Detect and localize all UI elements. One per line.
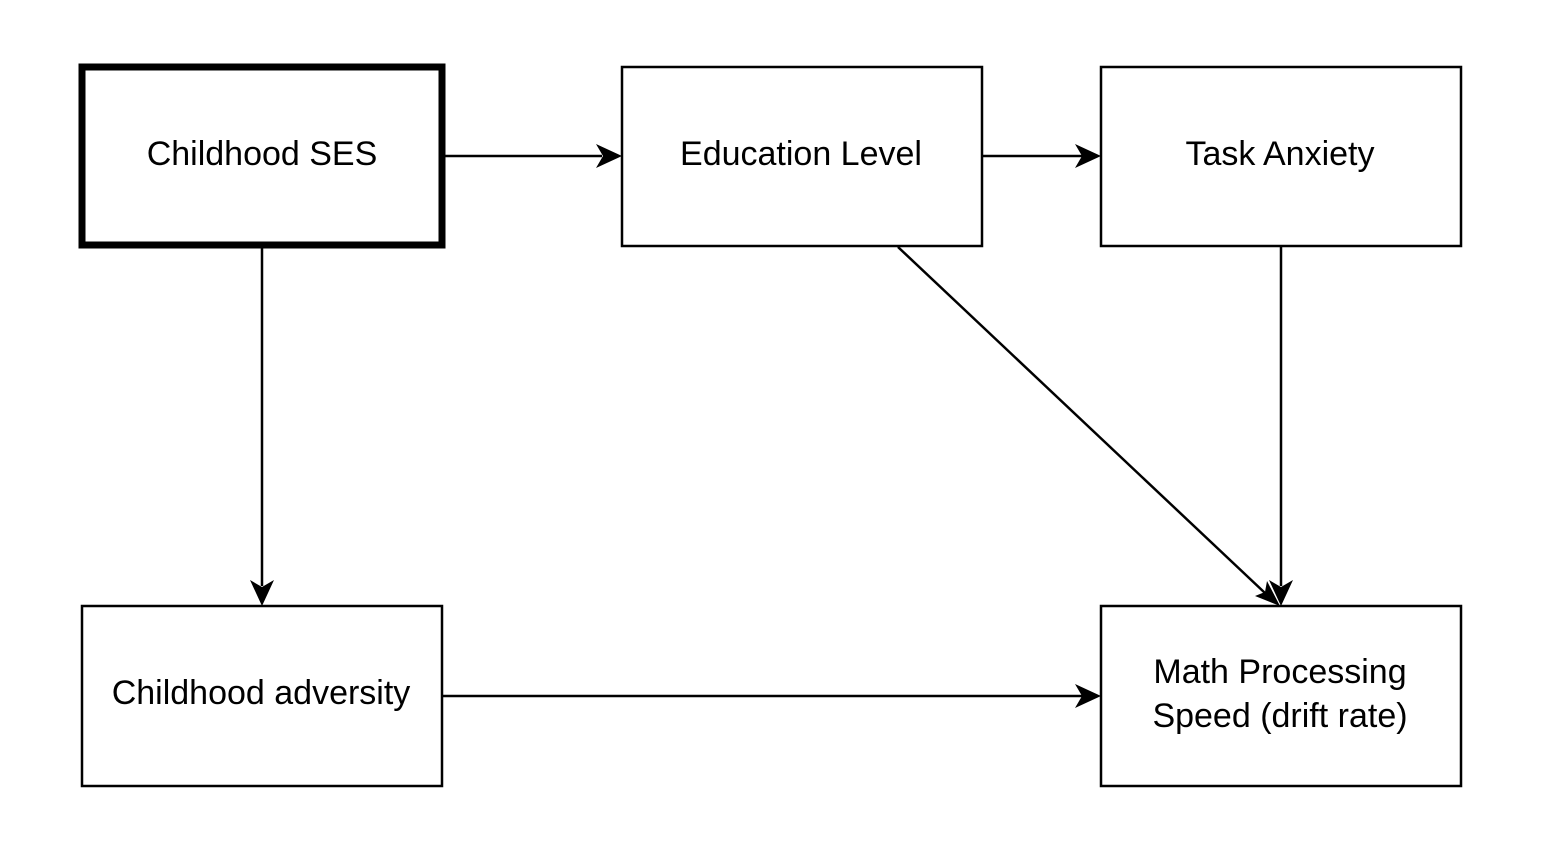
node-label: Task Anxiety [1186, 135, 1375, 173]
arrowhead-icon [596, 144, 622, 168]
node-education-level: Education Level [620, 65, 984, 248]
arrowhead-icon [1269, 580, 1293, 606]
node-childhood-ses: Childhood SES [78, 63, 446, 249]
node-task-anxiety: Task Anxiety [1099, 65, 1463, 248]
edge-task-anxiety-to-math-processing-speed [1269, 247, 1293, 606]
node-childhood-adversity: Childhood adversity [80, 604, 444, 788]
node-label-line-2: Speed (drift rate) [1152, 697, 1407, 735]
edge-education-level-to-math-processing-speed [897, 246, 1280, 606]
edge-education-level-to-task-anxiety [982, 144, 1101, 168]
edge-childhood-ses-to-education-level [443, 144, 622, 168]
arrowhead-icon [1075, 684, 1101, 708]
arrowhead-icon [1255, 581, 1280, 606]
edge-childhood-adversity-to-math-processing-speed [442, 684, 1101, 708]
node-label: Childhood SES [147, 135, 378, 173]
node-label: Childhood adversity [112, 674, 411, 712]
nodes: Childhood SES Education Level Task Anxie… [78, 63, 1463, 788]
arrowhead-icon [250, 580, 274, 606]
edge-childhood-ses-to-childhood-adversity [250, 247, 274, 606]
node-label-line-1: Math Processing [1153, 653, 1406, 691]
node-label: Education Level [680, 135, 922, 173]
node-math-processing-speed: Math Processing Speed (drift rate) [1099, 604, 1463, 788]
edges [250, 144, 1293, 708]
arrowhead-icon [1075, 144, 1101, 168]
